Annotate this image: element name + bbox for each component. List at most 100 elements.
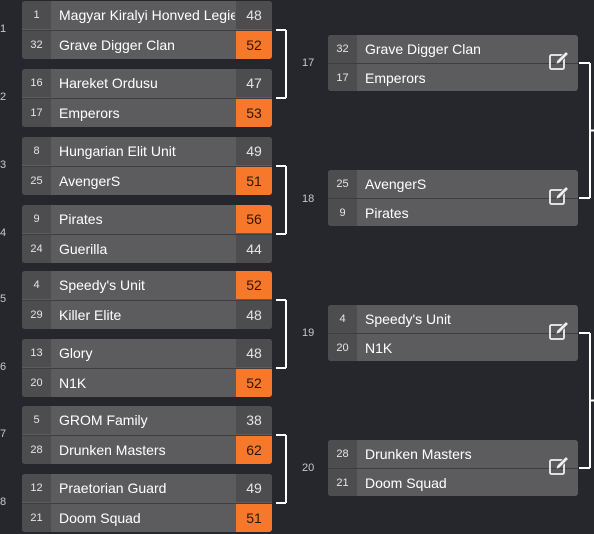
match-number: 20: [302, 462, 315, 474]
team-slot[interactable]: 21 Doom Squad: [328, 468, 578, 496]
team-name: N1K: [59, 375, 87, 391]
team-name: Grave Digger Clan: [59, 37, 175, 53]
team-name: Emperors: [365, 69, 426, 86]
team-name: Speedy's Unit: [365, 311, 451, 327]
team-name: Guerilla: [59, 241, 108, 257]
team-name: Drunken Masters: [59, 442, 166, 458]
team-slot[interactable]: 32 Grave Digger Clan 52: [22, 30, 272, 59]
team-seed: 32: [22, 31, 51, 59]
team-slot[interactable]: 17 Emperors: [328, 63, 578, 91]
team-seed: 13: [22, 339, 51, 367]
edit-match-button[interactable]: [544, 318, 574, 348]
edit-icon: [548, 320, 570, 347]
team-name: Speedy's Unit: [59, 277, 145, 293]
winning-score: 53: [236, 99, 272, 127]
team-score: 48: [236, 339, 272, 367]
match-box: 5 GROM Family 38 28 Drunken Masters 62: [22, 406, 272, 464]
edit-match-button[interactable]: [544, 48, 574, 78]
team-score: 48: [236, 1, 272, 29]
team-name: Hareket Ordusu: [59, 75, 158, 91]
match-number: 5: [0, 293, 7, 305]
match-number: 19: [302, 327, 315, 339]
winning-score: 51: [236, 167, 272, 195]
team-seed: 17: [22, 99, 51, 127]
team-name: AvengerS: [59, 173, 121, 189]
edit-icon: [548, 455, 570, 482]
match-number: 6: [0, 361, 7, 373]
team-slot[interactable]: 4 Speedy's Unit: [328, 305, 578, 333]
team-name: Doom Squad: [365, 474, 447, 491]
team-slot[interactable]: 21 Doom Squad 51: [22, 503, 272, 532]
team-score: 48: [236, 301, 272, 329]
match-box: 25 AvengerS 9 Pirates: [328, 170, 578, 226]
team-name: Praetorian Guard: [59, 480, 167, 496]
team-seed: 24: [22, 235, 51, 263]
winning-score: 56: [236, 205, 272, 233]
team-slot[interactable]: 17 Emperors 53: [22, 98, 272, 127]
winning-score: 52: [236, 271, 272, 299]
team-seed: 17: [328, 64, 357, 91]
team-seed: 9: [22, 205, 51, 233]
team-seed: 28: [22, 436, 51, 464]
match-number: 8: [0, 496, 7, 508]
team-name: Hungarian Elit Unit: [59, 143, 176, 159]
team-name: Magyar Kiralyi Honved Legie: [59, 7, 235, 23]
edit-match-button[interactable]: [544, 183, 574, 213]
team-slot[interactable]: 25 AvengerS: [328, 170, 578, 198]
team-seed: 5: [22, 406, 51, 434]
team-slot[interactable]: 5 GROM Family 38: [22, 406, 272, 434]
team-slot[interactable]: 24 Guerilla 44: [22, 234, 272, 263]
match-number: 2: [0, 91, 7, 103]
team-seed: 21: [22, 504, 51, 532]
team-score: 44: [236, 235, 272, 263]
team-slot[interactable]: 28 Drunken Masters 62: [22, 435, 272, 464]
team-seed: 9: [328, 199, 357, 226]
team-score: 49: [236, 137, 272, 165]
match-number: 18: [302, 193, 315, 205]
team-slot[interactable]: 16 Hareket Ordusu 47: [22, 69, 272, 97]
team-seed: 25: [328, 170, 357, 198]
team-slot[interactable]: 9 Pirates 56: [22, 205, 272, 233]
winning-score: 52: [236, 31, 272, 59]
team-name: Pirates: [365, 204, 409, 221]
team-name: Emperors: [59, 105, 120, 121]
winning-score: 51: [236, 504, 272, 532]
team-score: 49: [236, 474, 272, 502]
edit-icon: [548, 50, 570, 77]
edit-match-button[interactable]: [544, 453, 574, 483]
team-score: 38: [236, 406, 272, 434]
team-name: Drunken Masters: [365, 446, 472, 462]
match-number: 4: [0, 227, 7, 239]
team-name: Killer Elite: [59, 307, 122, 323]
team-name: Pirates: [59, 211, 103, 227]
winning-score: 62: [236, 436, 272, 464]
team-seed: 4: [328, 305, 357, 333]
team-name: GROM Family: [59, 412, 148, 428]
team-seed: 20: [328, 334, 357, 361]
team-slot[interactable]: 9 Pirates: [328, 198, 578, 226]
team-score: 47: [236, 69, 272, 97]
team-name: AvengerS: [365, 176, 427, 192]
team-seed: 1: [22, 1, 51, 29]
team-seed: 16: [22, 69, 51, 97]
team-seed: 21: [328, 469, 357, 496]
match-number: 3: [0, 159, 7, 171]
team-name: Doom Squad: [59, 510, 141, 526]
